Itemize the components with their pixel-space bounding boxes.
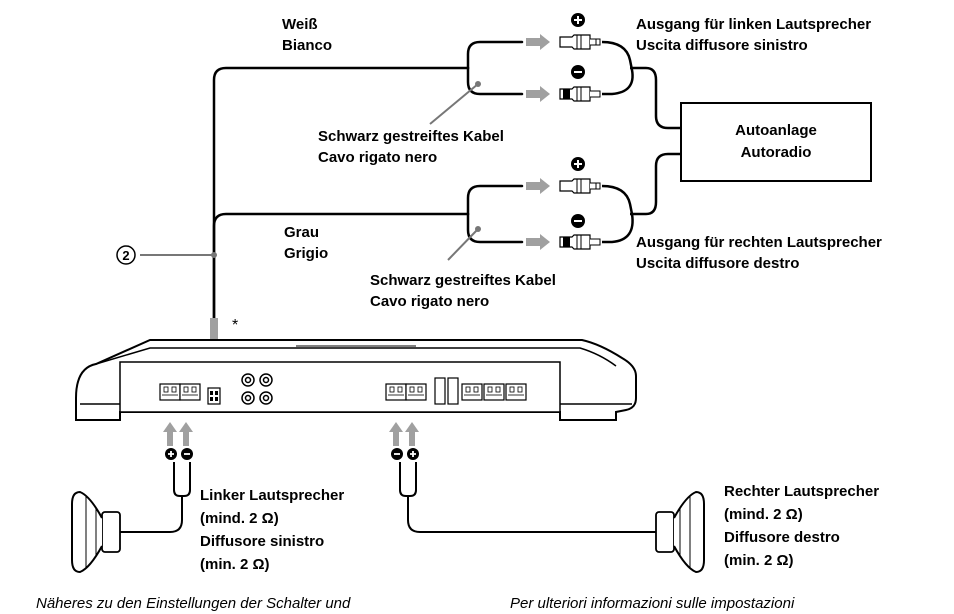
output-left-label: Ausgang für linken Lautsprecher Uscita d…: [636, 14, 871, 56]
arrow-icon: [526, 234, 550, 250]
label-de: Schwarz gestreiftes Kabel: [370, 272, 556, 289]
speaker-terminal-left: [179, 383, 201, 401]
label-it: Diffusore destro: [724, 529, 840, 546]
label-it: Uscita diffusore sinistro: [636, 37, 808, 54]
rca-plug-icon: [559, 34, 601, 50]
callout-2: 2: [116, 245, 136, 265]
striped-cable-label-bottom: Schwarz gestreiftes Kabel Cavo rigato ne…: [370, 270, 556, 312]
fuse-icons: [434, 377, 459, 405]
label-it: Bianco: [282, 37, 333, 54]
label-de: Ausgang für linken Lautsprecher: [636, 16, 872, 33]
power-terminal: [483, 383, 505, 401]
arrow-up-icon: [389, 422, 403, 446]
power-terminal: [461, 383, 483, 401]
rca-plug-icon: [559, 86, 601, 102]
label-it: Uscita diffusore destro: [636, 255, 800, 272]
speaker-right-label: Rechter Lautsprecher (mind. 2 Ω) Diffuso…: [724, 480, 879, 572]
amplifier: [75, 339, 637, 421]
label-it-min: (min. 2 Ω): [724, 552, 794, 569]
speaker-wires: [120, 462, 660, 533]
speaker-terminal-right: [405, 383, 427, 401]
white-wire-label: Weiß Bianco: [282, 14, 332, 56]
label-it: Autoradio: [740, 144, 812, 161]
rca-plug-icon: [559, 178, 601, 194]
label-de: Linker Lautsprecher: [200, 487, 345, 504]
svg-text:2: 2: [122, 248, 129, 263]
rca-plug-icon: [559, 234, 601, 250]
input-connector-icon: [207, 387, 221, 405]
speaker-polarity-icons: [165, 448, 419, 460]
arrow-up-icon: [179, 422, 193, 446]
polarity-icons: [571, 13, 585, 228]
footnote-de: Näheres zu den Einstellungen der Schalte…: [36, 595, 351, 612]
speaker-terminal-left: [159, 383, 181, 401]
asterisk-mark: *: [232, 317, 238, 334]
label-de: Rechter Lautsprecher: [724, 483, 880, 500]
arrow-icon: [526, 34, 550, 50]
speaker-left-icon: [71, 490, 121, 574]
label-it: Cavo rigato nero: [370, 293, 490, 310]
speaker-right-icon: [655, 490, 705, 574]
striped-cable-label-top: Schwarz gestreiftes Kabel Cavo rigato ne…: [318, 126, 504, 168]
label-de: Weiß: [282, 16, 318, 33]
output-right-label: Ausgang für rechten Lautsprecher Uscita …: [636, 232, 882, 274]
label-de: Autoanlage: [735, 122, 817, 139]
label-it: Cavo rigato nero: [318, 149, 438, 166]
power-terminal: [505, 383, 527, 401]
label-it-min: (min. 2 Ω): [200, 556, 270, 573]
car-audio-box: Autoanlage Autoradio: [680, 102, 872, 182]
leader-lines: [140, 83, 479, 261]
label-it: Grigio: [284, 245, 329, 262]
rca-input-jacks: [241, 373, 273, 405]
label-de: Ausgang für rechten Lautsprecher: [636, 234, 882, 251]
footnote-it: Per ulteriori informazioni sulle imposta…: [510, 595, 795, 612]
arrow-icon: [526, 86, 550, 102]
label-de-min: (mind. 2 Ω): [724, 506, 803, 523]
label-de: Grau: [284, 224, 320, 241]
speaker-left-label: Linker Lautsprecher (mind. 2 Ω) Diffusor…: [200, 484, 344, 576]
output-wires: [601, 40, 680, 244]
label-de-min: (mind. 2 Ω): [200, 510, 279, 527]
speaker-terminal-right: [385, 383, 407, 401]
label-de: Schwarz gestreiftes Kabel: [318, 128, 504, 145]
arrow-up-icon: [405, 422, 419, 446]
arrow-icon: [526, 178, 550, 194]
gray-wire: [212, 184, 524, 320]
arrow-up-icon: [163, 422, 177, 446]
gray-wire-label: Grau Grigio: [284, 222, 328, 264]
label-it: Diffusore sinistro: [200, 533, 325, 550]
